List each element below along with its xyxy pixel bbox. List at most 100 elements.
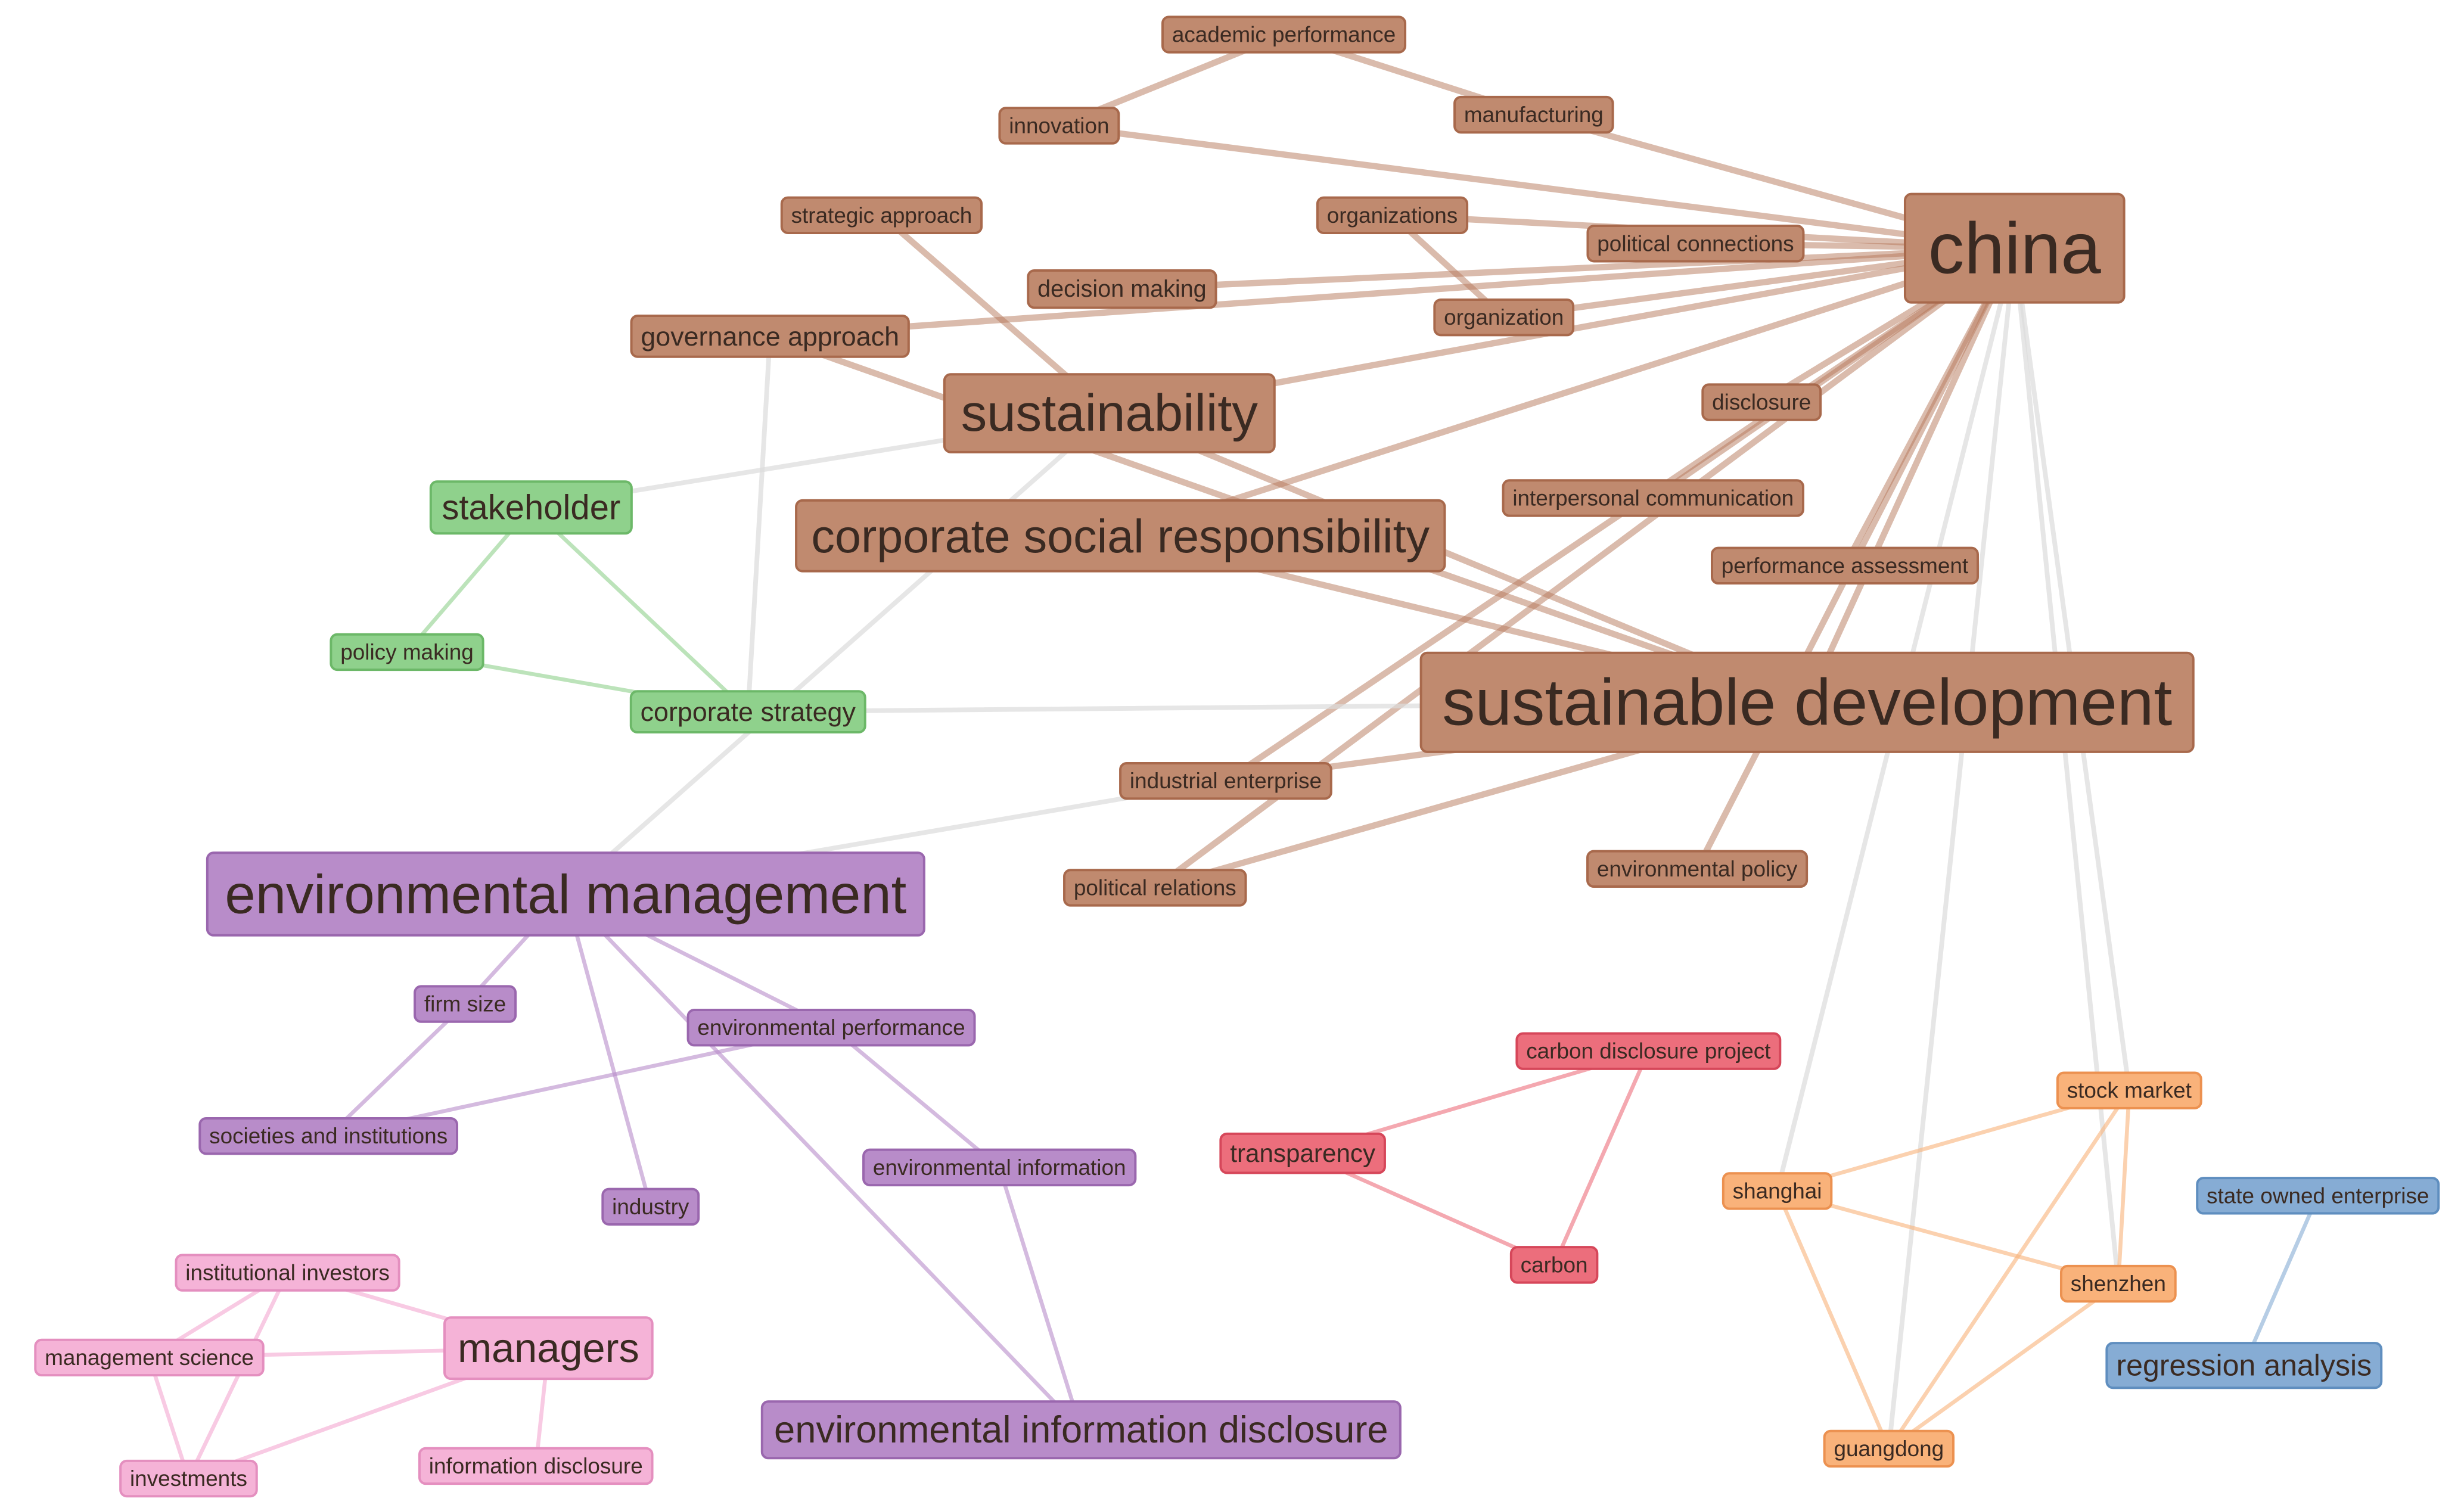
node-industry[interactable]: industry [601, 1187, 700, 1226]
node-label-governance-approach: governance approach [641, 321, 899, 352]
node-label-environmental-information-disclosure: environmental information disclosure [774, 1409, 1388, 1451]
node-governance-approach[interactable]: governance approach [630, 314, 910, 358]
node-label-political-connections: political connections [1597, 231, 1794, 256]
node-industrial-enterprise[interactable]: industrial enterprise [1119, 761, 1332, 800]
node-carbon[interactable]: carbon [1509, 1246, 1599, 1284]
node-box-china [1903, 192, 2126, 304]
node-carbon-disclosure-project[interactable]: carbon disclosure project [1515, 1032, 1782, 1070]
node-china[interactable]: china [1903, 192, 2126, 304]
node-label-industrial-enterprise: industrial enterprise [1130, 769, 1322, 793]
node-box-investments [119, 1459, 258, 1498]
node-corporate-strategy[interactable]: corporate strategy [629, 690, 866, 733]
node-label-manufacturing: manufacturing [1464, 102, 1604, 127]
node-box-shenzhen [2059, 1264, 2177, 1303]
node-box-performance-assessment [1710, 546, 1979, 585]
node-label-regression-analysis: regression analysis [2116, 1349, 2372, 1382]
node-disclosure[interactable]: disclosure [1701, 383, 1822, 421]
node-box-corporate-social-responsibility [795, 499, 1446, 573]
node-organizations[interactable]: organizations [1316, 196, 1469, 234]
edge-environmental-management-to-sustainability [563, 411, 1112, 897]
node-strategic-approach[interactable]: strategic approach [780, 196, 983, 234]
node-box-interpersonal-communication [1502, 479, 1804, 517]
edge-firm-size-to-societies-and-institutions [326, 1002, 467, 1138]
node-label-organization: organization [1444, 305, 1564, 329]
node-label-corporate-strategy: corporate strategy [641, 697, 856, 727]
node-management-science[interactable]: management science [34, 1338, 265, 1377]
node-innovation[interactable]: innovation [998, 107, 1120, 145]
node-environmental-management[interactable]: environmental management [206, 851, 925, 937]
node-corporate-social-responsibility[interactable]: corporate social responsibility [795, 499, 1446, 573]
node-box-stock-market [2056, 1071, 2202, 1109]
node-state-owned-enterprise[interactable]: state owned enterprise [2196, 1177, 2440, 1215]
node-environmental-performance[interactable]: environmental performance [686, 1008, 976, 1047]
node-stakeholder[interactable]: stakeholder [429, 480, 633, 535]
node-box-manufacturing [1453, 95, 1614, 134]
node-institutional-investors[interactable]: institutional investors [175, 1254, 400, 1292]
node-box-firm-size [414, 985, 517, 1023]
node-box-environmental-management [206, 851, 925, 937]
node-box-industry [601, 1187, 700, 1226]
edge-stock-market-to-guangdong [1887, 1088, 2131, 1451]
node-transparency[interactable]: transparency [1219, 1132, 1386, 1174]
node-box-corporate-strategy [629, 690, 866, 733]
node-layer: academic performance innovation manufactur… [34, 15, 2440, 1498]
node-label-societies-and-institutions: societies and institutions [209, 1124, 448, 1148]
node-firm-size[interactable]: firm size [414, 985, 517, 1023]
node-regression-analysis[interactable]: regression analysis [2105, 1342, 2383, 1389]
node-societies-and-institutions[interactable]: societies and institutions [198, 1117, 459, 1155]
node-political-relations[interactable]: political relations [1063, 869, 1247, 907]
edge-environmental-performance-to-environmental-information [829, 1025, 1002, 1170]
node-academic-performance[interactable]: academic performance [1161, 15, 1407, 54]
node-box-transparency [1219, 1132, 1386, 1174]
edge-state-owned-enterprise-to-regression-analysis [2242, 1193, 2320, 1367]
node-box-organizations [1316, 196, 1469, 234]
edge-stock-market-to-shenzhen [2116, 1088, 2131, 1286]
node-box-sustainable-development [1419, 651, 2195, 753]
node-box-management-science [34, 1338, 265, 1377]
node-box-environmental-performance [686, 1008, 976, 1047]
node-label-carbon-disclosure-project: carbon disclosure project [1526, 1039, 1770, 1064]
node-box-innovation [998, 107, 1120, 145]
node-label-sustainable-development: sustainable development [1442, 666, 2172, 739]
node-interpersonal-communication[interactable]: interpersonal communication [1502, 479, 1804, 517]
node-guangdong[interactable]: guangdong [1823, 1429, 1955, 1468]
node-label-guangdong: guangdong [1834, 1437, 1944, 1461]
node-box-industrial-enterprise [1119, 761, 1332, 800]
node-label-academic-performance: academic performance [1172, 23, 1396, 47]
node-label-disclosure: disclosure [1712, 390, 1811, 415]
edge-innovation-to-china [1056, 122, 2018, 251]
node-label-managers: managers [458, 1325, 639, 1371]
node-policy-making[interactable]: policy making [330, 633, 484, 671]
node-investments[interactable]: investments [119, 1459, 258, 1498]
edge-corporate-strategy-to-governance-approach [745, 334, 773, 714]
node-environmental-information[interactable]: environmental information [862, 1148, 1137, 1187]
node-box-information-disclosure [418, 1447, 654, 1485]
node-label-corporate-social-responsibility: corporate social responsibility [811, 509, 1430, 562]
node-shenzhen[interactable]: shenzhen [2059, 1264, 2177, 1303]
node-organization[interactable]: organization [1433, 299, 1575, 337]
node-stock-market[interactable]: stock market [2056, 1071, 2202, 1109]
node-information-disclosure[interactable]: information disclosure [418, 1447, 654, 1485]
node-box-societies-and-institutions [198, 1117, 459, 1155]
node-performance-assessment[interactable]: performance assessment [1710, 546, 1979, 585]
node-box-environmental-information-disclosure [760, 1400, 1402, 1460]
node-label-china: china [1928, 208, 2102, 289]
node-environmental-information-disclosure[interactable]: environmental information disclosure [760, 1400, 1402, 1460]
node-environmental-policy[interactable]: environmental policy [1586, 850, 1809, 888]
node-box-state-owned-enterprise [2196, 1177, 2440, 1215]
node-box-carbon-disclosure-project [1515, 1032, 1782, 1070]
node-managers[interactable]: managers [443, 1316, 654, 1381]
node-political-connections[interactable]: political connections [1586, 225, 1805, 263]
node-box-political-connections [1586, 225, 1805, 263]
node-box-decision-making [1027, 269, 1217, 309]
edge-management-science-to-investments [147, 1355, 191, 1481]
node-manufacturing[interactable]: manufacturing [1453, 95, 1614, 134]
node-sustainability[interactable]: sustainability [943, 373, 1276, 453]
node-decision-making[interactable]: decision making [1027, 269, 1217, 309]
node-label-management-science: management science [45, 1345, 254, 1370]
node-sustainable-development[interactable]: sustainable development [1419, 651, 2195, 753]
node-shanghai[interactable]: shanghai [1722, 1172, 1833, 1210]
node-box-environmental-policy [1586, 850, 1809, 888]
edge-shenzhen-to-china [2012, 245, 2121, 1286]
edge-shanghai-to-guangdong [1775, 1189, 1891, 1451]
